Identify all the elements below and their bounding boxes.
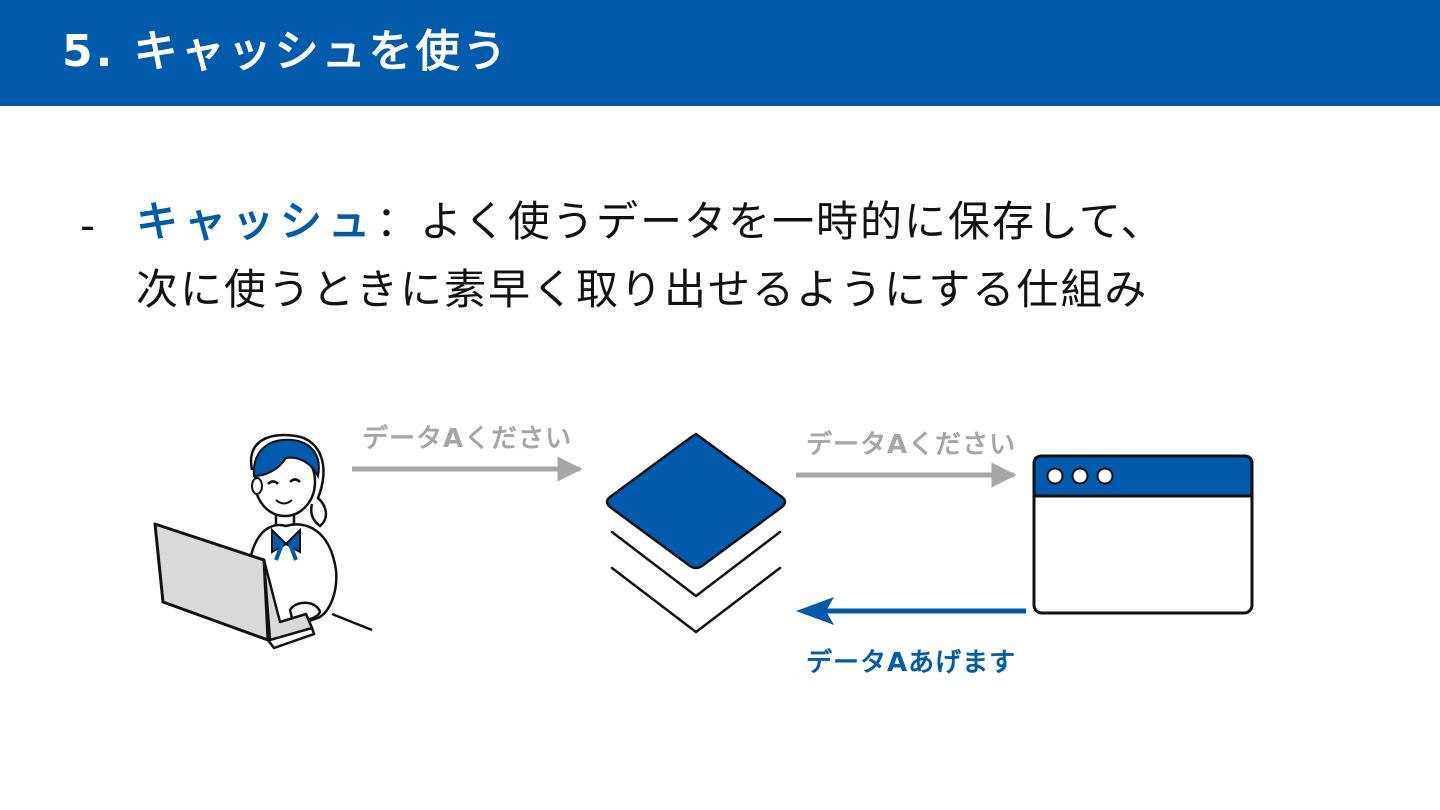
bullet-line-1: キャッシュ：よく使うデータを一時的に保存して、 [136, 194, 1165, 250]
bullet-line-2: 次に使うときに素早く取り出せるようにする仕組み [136, 265, 1149, 314]
cache-stack-icon [605, 432, 787, 634]
request-label-to-cache: データAください [362, 424, 573, 454]
response-arrow-to-cache [796, 597, 1026, 625]
server-window-icon [1032, 454, 1254, 615]
cache-term: キャッシュ [136, 197, 377, 246]
bullet-marker: - [80, 201, 96, 250]
request-label-to-server: データAください [806, 430, 1017, 460]
header-bar: 5. キャッシュを使う [0, 0, 1440, 106]
user-icon [153, 433, 373, 650]
page-title: 5. キャッシュを使う [62, 26, 510, 77]
definition-text-1: ：よく使うデータを一時的に保存して、 [376, 197, 1165, 246]
response-label: データAあげます [806, 648, 1017, 678]
